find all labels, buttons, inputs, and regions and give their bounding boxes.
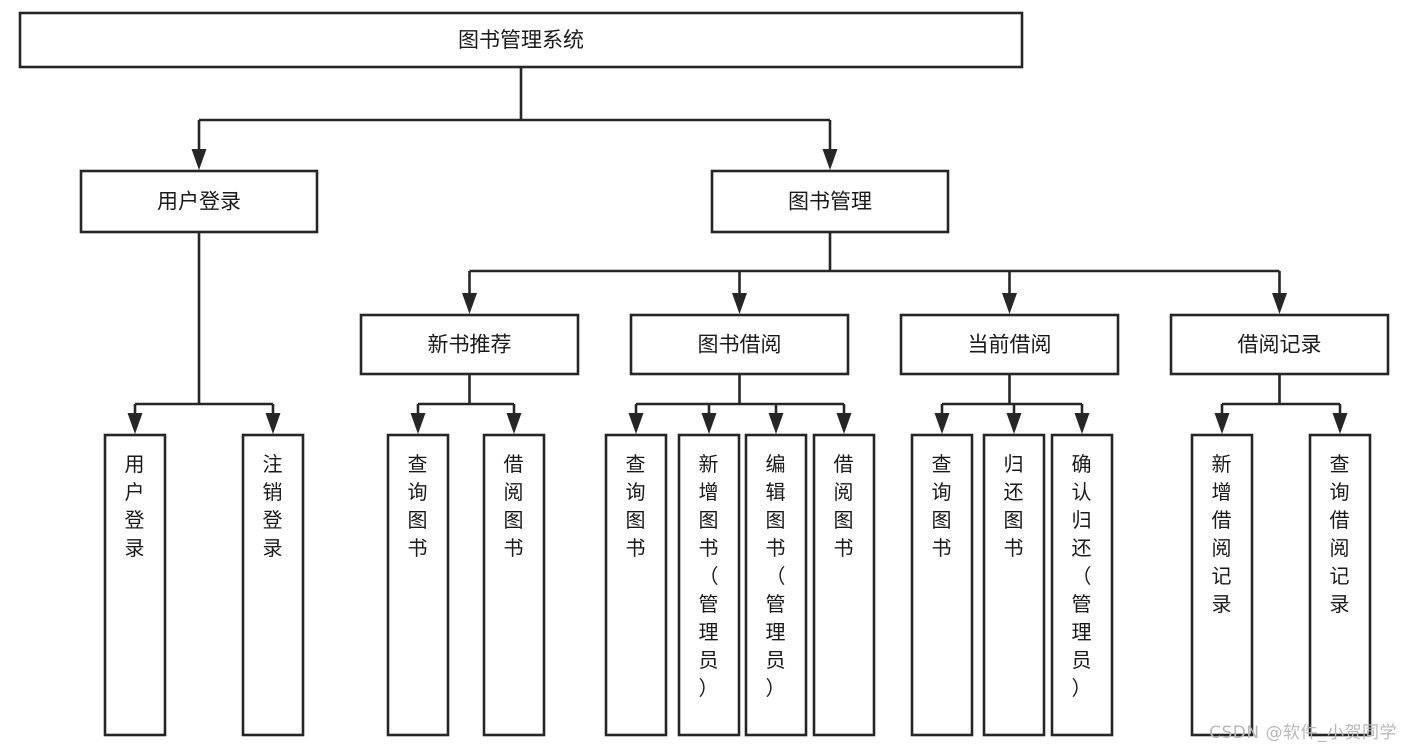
node-label: 借阅图书 [504, 452, 525, 560]
node-box [899, 313, 1120, 376]
node-layer: 图书管理系统用户登录图书管理新书推荐图书借阅当前借阅借阅记录用户登录注销登录查询… [18, 11, 1390, 737]
node-box [677, 433, 741, 737]
node-box [744, 433, 808, 737]
node-box [1050, 433, 1114, 737]
node-leaf-borrow-edit[interactable]: 编辑图书（管理员） [744, 433, 808, 737]
connector-layer [127, 67, 1348, 434]
node-leaf-cur-confirm[interactable]: 确认归还（管理员） [1050, 433, 1114, 737]
node-label: 新增图书（管理员） [699, 452, 720, 700]
node-box [982, 433, 1046, 737]
node-box [386, 433, 450, 737]
node-leaf-borrow-lend[interactable]: 借阅图书 [812, 433, 876, 737]
node-label: 当前借阅 [968, 333, 1052, 357]
node-book-manage[interactable]: 图书管理 [710, 169, 950, 234]
node-box [812, 433, 876, 737]
node-label: 确认归还（管理员） [1072, 452, 1093, 700]
node-current-borrow[interactable]: 当前借阅 [899, 313, 1120, 376]
node-label: 查询借阅记录 [1330, 452, 1351, 616]
node-root[interactable]: 图书管理系统 [18, 11, 1024, 69]
node-leaf-user-logout[interactable]: 注销登录 [241, 433, 305, 737]
node-label: 借阅记录 [1238, 333, 1322, 357]
node-label: 编辑图书（管理员） [766, 452, 787, 700]
node-label: 新书推荐 [428, 333, 512, 357]
node-leaf-borrow-add[interactable]: 新增图书（管理员） [677, 433, 741, 737]
node-label: 查询图书 [408, 452, 429, 560]
node-leaf-cur-query[interactable]: 查询图书 [910, 433, 974, 737]
node-leaf-rec-query[interactable]: 查询图书 [386, 433, 450, 737]
node-label: 用户登录 [125, 452, 146, 560]
node-leaf-user-login[interactable]: 用户登录 [103, 433, 167, 737]
node-label: 注销登录 [263, 452, 284, 560]
node-label: 图书借阅 [698, 333, 782, 357]
node-label: 借阅图书 [834, 452, 855, 560]
node-leaf-rec-add[interactable]: 新增借阅记录 [1190, 433, 1254, 737]
node-box [103, 433, 167, 737]
node-box [1169, 313, 1390, 376]
node-box [1308, 433, 1372, 737]
node-label: 图书管理 [788, 190, 872, 214]
node-box [482, 433, 546, 737]
node-box [1190, 433, 1254, 737]
node-new-book-rec[interactable]: 新书推荐 [359, 313, 580, 376]
node-box [241, 433, 305, 737]
node-box [710, 169, 950, 234]
node-box [18, 11, 1024, 69]
node-label: 查询图书 [626, 452, 647, 560]
node-label: 新增借阅记录 [1212, 452, 1233, 616]
node-borrow-record[interactable]: 借阅记录 [1169, 313, 1390, 376]
node-box [910, 433, 974, 737]
node-label: 查询图书 [932, 452, 953, 560]
node-user-login[interactable]: 用户登录 [79, 169, 319, 234]
node-leaf-rec-borrow[interactable]: 借阅图书 [482, 433, 546, 737]
node-label: 图书管理系统 [458, 28, 584, 52]
node-leaf-borrow-query[interactable]: 查询图书 [604, 433, 668, 737]
node-box [79, 169, 319, 234]
node-leaf-cur-return[interactable]: 归还图书 [982, 433, 1046, 737]
node-label: 归还图书 [1004, 452, 1025, 560]
node-box [629, 313, 850, 376]
node-box [604, 433, 668, 737]
node-label: 用户登录 [157, 190, 241, 214]
node-box [359, 313, 580, 376]
node-leaf-rec-query2[interactable]: 查询借阅记录 [1308, 433, 1372, 737]
node-book-borrow[interactable]: 图书借阅 [629, 313, 850, 376]
